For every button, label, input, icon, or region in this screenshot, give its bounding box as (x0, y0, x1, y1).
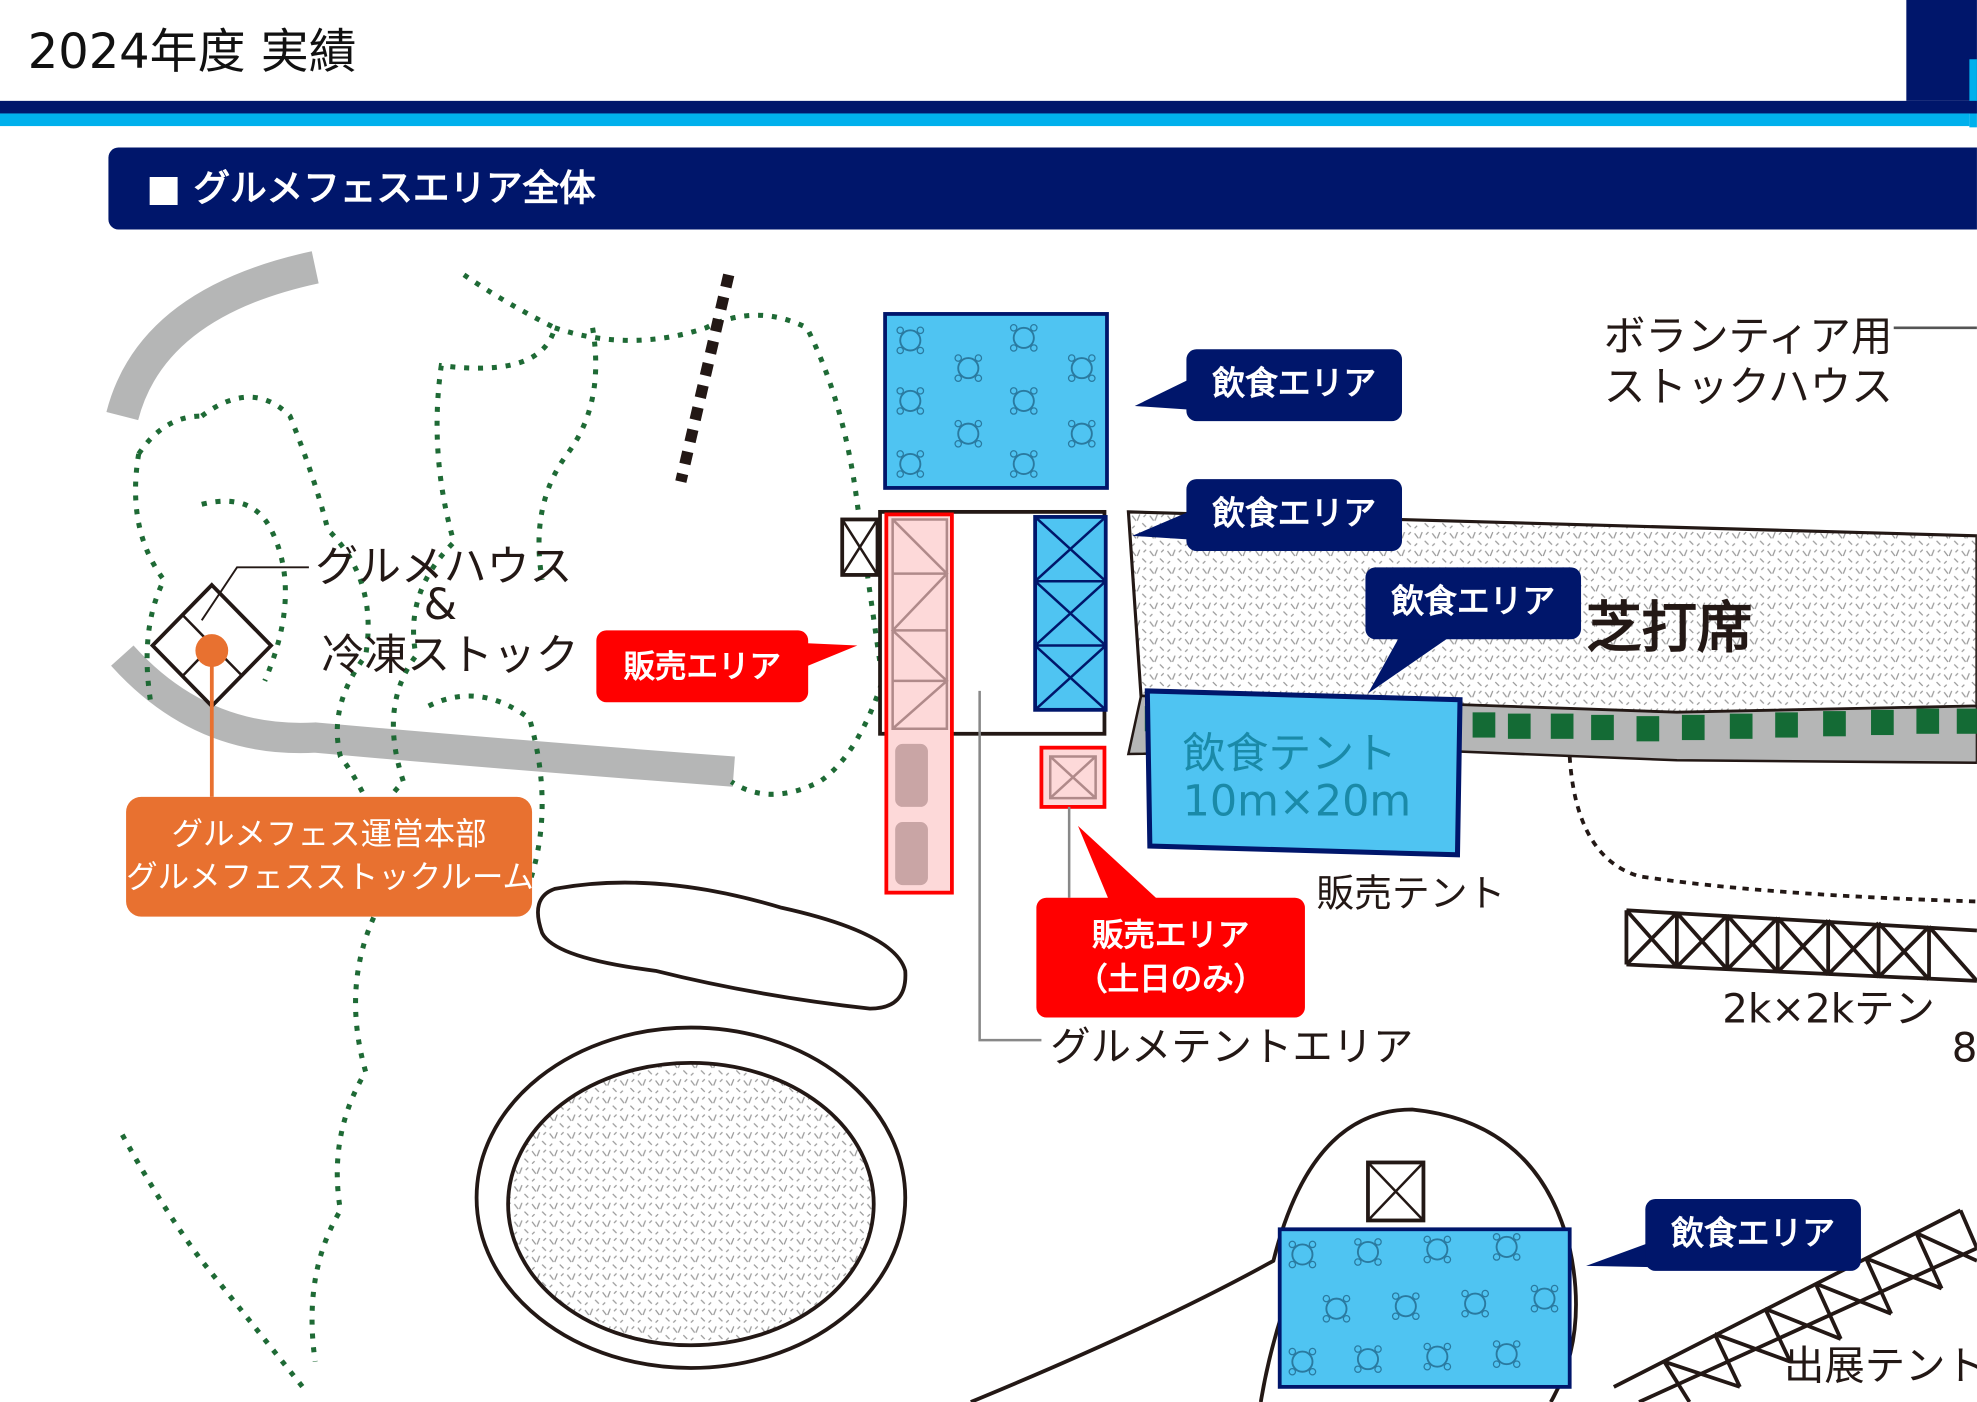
fence-dashed (675, 273, 735, 483)
plaza-outline (970, 1107, 1578, 1402)
exhibit-tent-label: 出展テント (1784, 1341, 1977, 1390)
freezer-stock-label: 冷凍ストック (321, 630, 579, 681)
dining-tent-size: 10m×20m (1182, 776, 1412, 828)
hq-callout-line1: グルメフェス運営本部 (171, 815, 487, 853)
pond-outline (536, 880, 908, 1011)
hq-callout-line2: グルメフェスストックルーム (126, 858, 534, 896)
exhibit-tent-truss (1612, 1208, 1977, 1402)
track-inner (506, 1060, 876, 1348)
track-outer (474, 1025, 908, 1370)
dining-area-callout: 飲食エリア (1186, 479, 1403, 551)
dining-area-4 (1277, 1227, 1572, 1389)
volunteer-label-line2: ストックハウス (1603, 361, 1893, 412)
weekend-sales-callout: 販売エリア （土日のみ） (1036, 897, 1305, 1018)
weekend-sales-callout-line2: （土日のみ） (1076, 960, 1266, 998)
dining-tent-label: 飲食テント (1182, 728, 1397, 780)
dining-area-callout: 飲食エリア (1186, 349, 1403, 422)
header-accent-mark (1969, 59, 1977, 128)
dining-tent (1144, 688, 1463, 858)
header-stripe-navy (0, 100, 1977, 114)
page-title: 2024年度 実績 (27, 23, 357, 80)
sales-area-callout: 販売エリア (596, 630, 809, 703)
gourmet-tent-area-label: グルメテントエリア (1050, 1022, 1414, 1071)
dining-area-callout: 飲食エリア (1365, 567, 1582, 640)
turf-label: 芝打席 (1586, 596, 1753, 661)
header-stripe-cyan (0, 113, 1970, 127)
walking-trails (120, 272, 886, 1389)
gourmet-house-label: グルメハウス (315, 542, 573, 593)
road-curve (111, 645, 735, 787)
boundary-dotted (1567, 756, 1977, 904)
dining-area-callout: 飲食エリア (1645, 1199, 1861, 1271)
tent-2k-count: 8 (1951, 1023, 1977, 1072)
road-arc (106, 251, 319, 421)
sales-tent-label: 販売テント (1316, 872, 1506, 917)
tent-row-2k (1624, 908, 1977, 983)
header-accent-block (1906, 0, 1977, 101)
volunteer-label-line1: ボランティア用 (1603, 311, 1893, 361)
gourmet-house-ampersand: & (423, 579, 458, 631)
hq-marker (195, 634, 229, 667)
hq-callout: グルメフェス運営本部 グルメフェスストックルーム (126, 796, 534, 917)
tent-2k-label: 2k×2kテン (1722, 984, 1935, 1033)
gourmet-tent-leader (978, 690, 1042, 1042)
dining-area-1 (883, 312, 1109, 490)
weekend-sales-callout-line1: 販売エリア (1091, 916, 1250, 954)
section-heading: ■ グルメフェスエリア全体 (108, 147, 1977, 230)
